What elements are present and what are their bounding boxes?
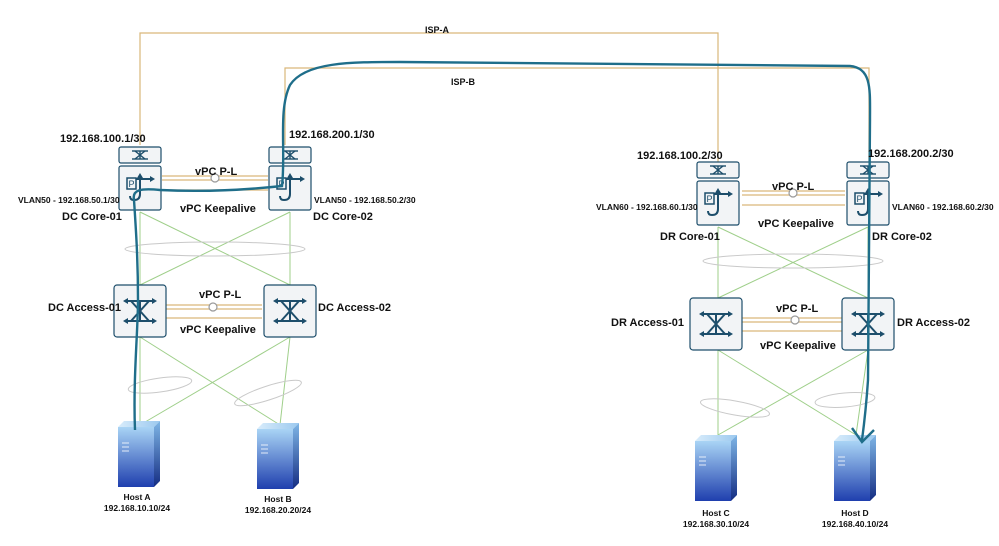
isp-b-label: ISP-B (451, 77, 476, 87)
dr-core-02-vlan: VLAN60 - 192.168.60.2/30 (892, 202, 994, 212)
dr-access-vpc-keepalive-label: vPC Keepalive (760, 340, 836, 352)
dr-access-01-switch[interactable] (689, 297, 743, 351)
dc-core-vpc-keepalive-label: vPC Keepalive (180, 203, 256, 215)
host-c-caption: Host C 192.168.30.10/24 (683, 508, 749, 530)
host-d-caption: Host D 192.168.40.10/24 (822, 508, 888, 530)
dc-core-vpc-pl-label: vPC P-L (195, 166, 238, 178)
host-c-ip: 192.168.30.10/24 (682, 519, 750, 529)
dr-core-vpc-pl-label: vPC P-L (772, 181, 815, 193)
dc-core-01-uplink-ip: 192.168.100.1/30 (60, 133, 146, 145)
host-d-name: Host D (841, 508, 869, 518)
dr-access-01-name: DR Access-01 (611, 317, 684, 329)
dr-access-vpc-pl-label: vPC P-L (776, 303, 819, 315)
isp-a-link (139, 32, 719, 162)
dr-core-02-switch[interactable] (846, 161, 890, 226)
host-c-name: Host C (702, 508, 730, 518)
host-b-caption: Host B 192.168.20.20/24 (245, 494, 311, 516)
dr-core-02-uplink-ip: 192.168.200.2/30 (868, 148, 954, 160)
traffic-path (132, 60, 872, 441)
host-a-caption: Host A 192.168.10.10/24 (104, 492, 170, 514)
dc-core-01-switch[interactable] (118, 146, 162, 211)
port-channel-ellipses (124, 241, 884, 418)
host-d-ip: 192.168.40.10/24 (821, 519, 889, 529)
dr-core-01-name: DR Core-01 (660, 231, 720, 243)
dr-core-01-switch[interactable] (696, 161, 740, 226)
dr-core-02-name: DR Core-02 (872, 231, 932, 243)
traffic-path-arrow (851, 427, 875, 444)
host-a-ip: 192.168.10.10/24 (103, 503, 171, 513)
host-c-server-icon[interactable] (695, 435, 737, 501)
isp-links (139, 32, 870, 162)
host-a-name: Host A (123, 492, 151, 502)
dc-core-02-switch[interactable] (268, 146, 312, 211)
dr-access-02-name: DR Access-02 (897, 317, 970, 329)
dc-access-02-name: DC Access-02 (318, 302, 391, 314)
dc-core-01-name: DC Core-01 (62, 211, 122, 223)
dr-core-01-uplink-ip: 192.168.100.2/30 (637, 150, 723, 162)
isp-b-link (284, 67, 870, 162)
dc-access-02-switch[interactable] (263, 284, 317, 338)
dc-access-vpc-pl-label: vPC P-L (199, 289, 242, 301)
host-a-server-icon[interactable] (118, 421, 160, 487)
dc-access-01-switch[interactable] (113, 284, 167, 338)
dc-core-02-vlan: VLAN50 - 192.168.50.2/30 (314, 195, 416, 205)
host-b-name: Host B (264, 494, 292, 504)
dc-access-vpc-keepalive-label: vPC Keepalive (180, 324, 256, 336)
dc-core-02-uplink-ip: 192.168.200.1/30 (289, 129, 375, 141)
dr-core-vpc-keepalive-label: vPC Keepalive (758, 218, 834, 230)
isp-a-label: ISP-A (425, 25, 450, 35)
host-b-ip: 192.168.20.20/24 (244, 505, 312, 515)
host-d-server-icon[interactable] (834, 435, 876, 501)
dc-core-01-vlan: VLAN50 - 192.168.50.1/30 (18, 195, 120, 205)
dr-core-01-vlan: VLAN60 - 192.168.60.1/30 (596, 202, 698, 212)
dc-access-01-name: DC Access-01 (48, 302, 121, 314)
dc-core-02-name: DC Core-02 (313, 211, 373, 223)
host-b-server-icon[interactable] (257, 423, 299, 489)
